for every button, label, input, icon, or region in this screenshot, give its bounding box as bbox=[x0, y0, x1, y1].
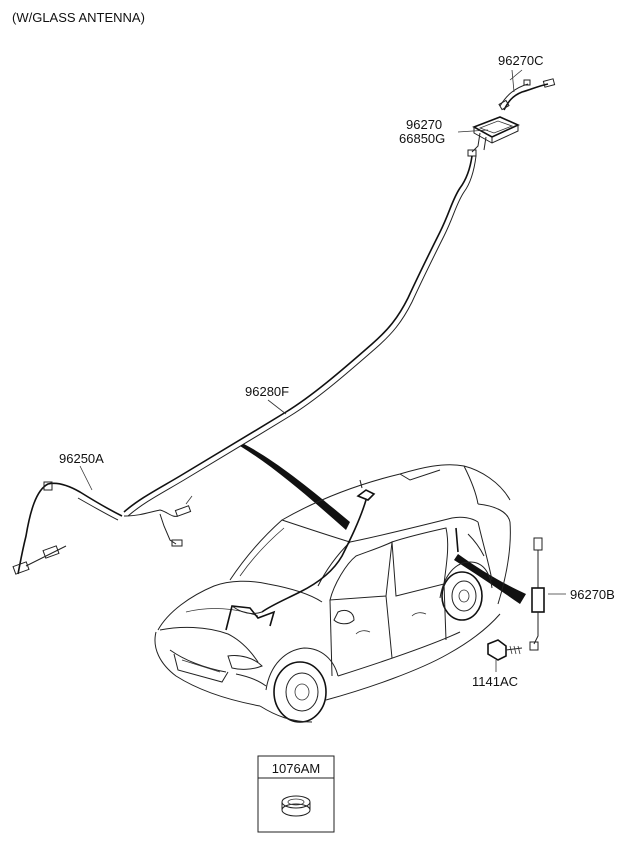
cable-96250a bbox=[12, 465, 123, 575]
sedan-vehicle bbox=[154, 464, 511, 723]
label-96270c: 96270C bbox=[498, 53, 544, 68]
antenna-amplifier-module bbox=[457, 116, 520, 157]
cable-96280f bbox=[123, 155, 477, 547]
label-1141ac: 1141AC bbox=[472, 674, 518, 689]
rod-antenna-96270b bbox=[529, 537, 566, 651]
diagram-title: (W/GLASS ANTENNA) bbox=[12, 10, 145, 25]
grommet-icon bbox=[281, 795, 311, 817]
label-96270b: 96270B bbox=[570, 587, 615, 602]
label-96250a: 96250A bbox=[59, 451, 104, 466]
cable-96270c bbox=[498, 69, 556, 111]
bolt-1141ac bbox=[487, 639, 523, 672]
legend-part-number: 1076AM bbox=[272, 761, 320, 776]
legend-box-1076am: 1076AM bbox=[257, 755, 335, 833]
pointer-arrow-roof bbox=[240, 444, 350, 530]
label-66850g: 66850G bbox=[399, 131, 445, 146]
label-96280f: 96280F bbox=[245, 384, 289, 399]
label-96270: 96270 bbox=[406, 117, 442, 132]
